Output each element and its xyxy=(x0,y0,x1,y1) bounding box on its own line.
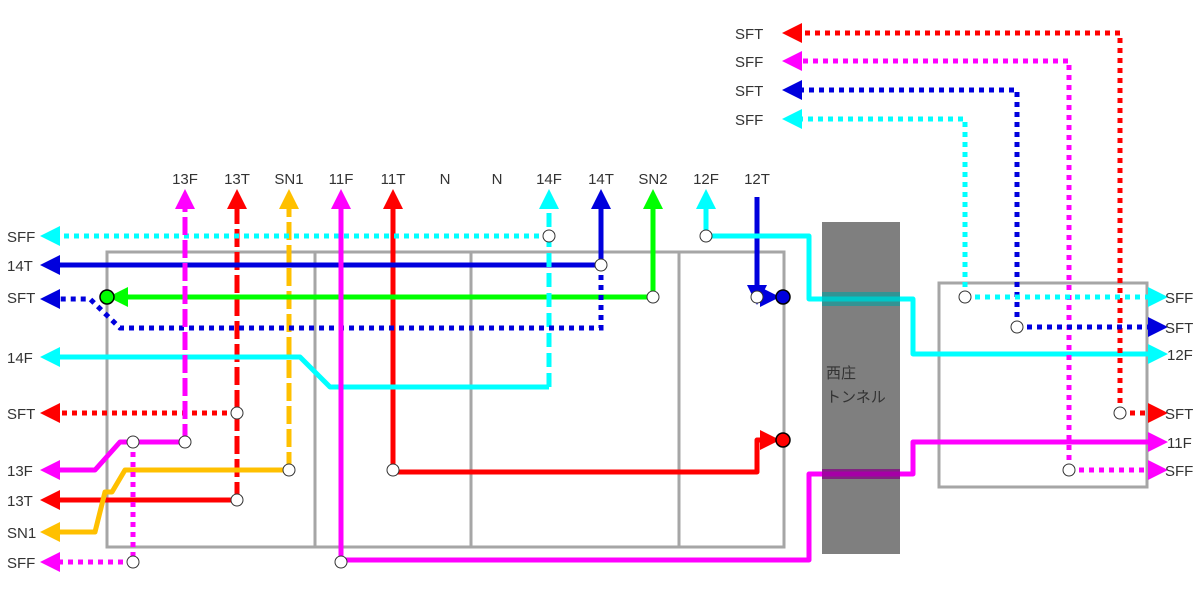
top-label: 13F xyxy=(172,171,198,188)
top-label: 13T xyxy=(224,171,250,188)
route-13f-left xyxy=(40,439,185,480)
switch-node xyxy=(542,229,556,243)
top-right-labels: SFT SFF SFT SFF xyxy=(735,26,763,129)
right-station-frame xyxy=(937,281,1149,489)
switch-node xyxy=(958,290,972,304)
switch-node xyxy=(1062,463,1076,477)
tunnel-label-line2: トンネル xyxy=(826,389,886,406)
left-label: SFF xyxy=(7,555,35,572)
route-sn1-left xyxy=(40,467,289,542)
switch-node xyxy=(126,555,140,569)
right-label: SFF xyxy=(1165,463,1193,480)
switch-node xyxy=(699,229,713,243)
route-sft-left xyxy=(40,265,604,331)
top-right-label: SFF xyxy=(735,112,763,129)
switch-node xyxy=(282,463,296,477)
route-14f xyxy=(40,347,549,390)
left-label: SFT xyxy=(7,290,35,307)
top-label: 11F xyxy=(329,171,354,188)
switch-node xyxy=(1010,320,1024,334)
switch-node xyxy=(386,463,400,477)
top-right-label: SFT xyxy=(735,83,763,100)
top-label: N xyxy=(492,171,503,188)
left-labels: SFF 14T SFT 14F SFT 13F 13T SN1 SFF xyxy=(7,229,36,572)
top-right-label: SFF xyxy=(735,54,763,71)
left-label: SFT xyxy=(7,406,35,423)
route-sff-top-right-magenta xyxy=(782,51,1072,470)
left-label: SN1 xyxy=(7,525,36,542)
left-label: 13T xyxy=(7,493,33,510)
left-label: 14F xyxy=(7,350,33,367)
top-right-label: SFT xyxy=(735,26,763,43)
tunnel-block xyxy=(822,222,900,554)
green-terminal-node xyxy=(99,289,115,305)
switch-nodes xyxy=(126,229,1127,569)
station-frame xyxy=(105,250,786,549)
switch-node xyxy=(126,435,140,449)
tunnel-label-line1: 西庄 xyxy=(826,364,856,382)
right-label: SFF xyxy=(1165,290,1193,307)
left-label: 14T xyxy=(7,258,33,275)
right-label: SFT xyxy=(1165,320,1193,337)
switch-node xyxy=(1113,406,1127,420)
tunnel-overlay xyxy=(822,292,900,306)
top-label: N xyxy=(440,171,451,188)
top-label: 14T xyxy=(588,171,614,188)
right-label: SFT xyxy=(1165,406,1193,423)
top-label: SN2 xyxy=(638,171,667,188)
switch-node xyxy=(230,406,244,420)
switch-node xyxy=(230,493,244,507)
red-terminal-node xyxy=(775,432,791,448)
top-label: 11T xyxy=(381,171,406,188)
right-label: 12F xyxy=(1167,347,1193,364)
switch-node xyxy=(750,290,764,304)
left-label: 13F xyxy=(7,463,33,480)
top-label: 12T xyxy=(744,171,770,188)
left-label: SFF xyxy=(7,229,35,246)
right-label: 11F xyxy=(1167,435,1192,452)
top-label: 14F xyxy=(536,171,562,188)
top-labels: 13F 13T SN1 11F 11T N N 14F 14T SN2 12F … xyxy=(172,171,770,188)
right-labels: SFF SFT 12F SFT 11F SFF xyxy=(1165,290,1193,480)
switch-node xyxy=(334,555,348,569)
switch-node xyxy=(594,258,608,272)
top-label: 12F xyxy=(693,171,719,188)
tunnel-overlay-2 xyxy=(822,469,900,479)
blue-terminal-node xyxy=(775,289,791,305)
switch-node xyxy=(178,435,192,449)
route-11f-main xyxy=(341,432,1168,563)
route-11t-in xyxy=(754,430,780,472)
route-12f-main xyxy=(706,233,1168,364)
top-label: SN1 xyxy=(274,171,303,188)
route-sft-top-right-red xyxy=(782,23,1123,413)
switch-node xyxy=(646,290,660,304)
route-sff-top-right-cyan xyxy=(782,109,968,297)
